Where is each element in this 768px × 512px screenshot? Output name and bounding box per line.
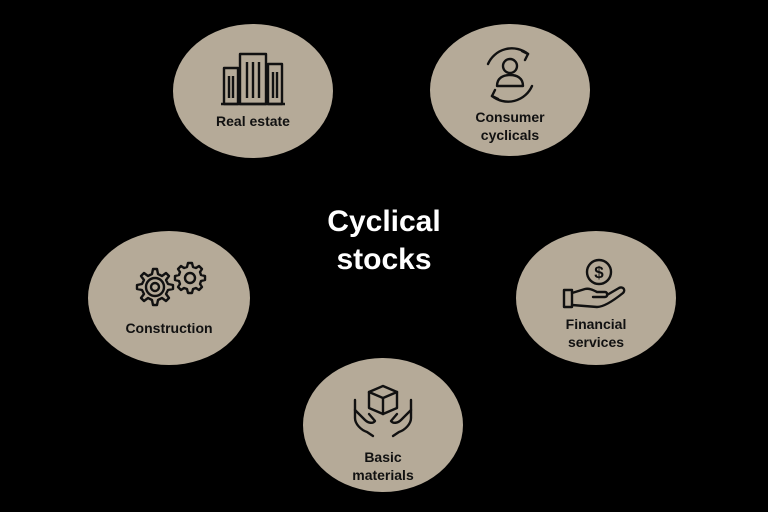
- node-financial-services-label-line2: services: [567, 334, 625, 350]
- node-construction-label-line1: Construction: [125, 320, 213, 336]
- node-consumer-cyclicals-label-line1: Consumer: [475, 109, 545, 125]
- hands-holding-box-icon: [353, 384, 413, 438]
- node-consumer-cyclicals-label-line2: cyclicals: [480, 127, 540, 143]
- node-financial-services: $ Financial services: [516, 231, 676, 365]
- person-cycle-icon: [486, 47, 534, 103]
- node-construction-label: Construction: [88, 319, 250, 337]
- node-consumer-cyclicals: Consumer cyclicals: [430, 24, 590, 156]
- center-title: Cyclical stocks: [284, 203, 484, 279]
- gears-icon: [135, 261, 207, 307]
- node-financial-services-label-line1: Financial: [565, 316, 627, 332]
- node-basic-materials-label-line2: materials: [352, 467, 414, 483]
- svg-text:$: $: [594, 263, 604, 282]
- center-title-line1: Cyclical: [327, 205, 441, 238]
- node-financial-services-label: Financial services: [516, 315, 676, 351]
- node-real-estate: Real estate: [173, 24, 333, 158]
- node-consumer-cyclicals-label: Consumer cyclicals: [430, 108, 590, 144]
- node-basic-materials-label-line1: Basic: [364, 449, 402, 465]
- office-building-icon: [221, 52, 285, 106]
- node-real-estate-label: Real estate: [173, 112, 333, 130]
- node-construction: Construction: [88, 231, 250, 365]
- center-title-line2: stocks: [336, 243, 432, 276]
- node-basic-materials-label: Basic materials: [303, 448, 463, 484]
- node-real-estate-label-line1: Real estate: [216, 113, 290, 129]
- node-basic-materials: Basic materials: [303, 358, 463, 492]
- hand-dollar-coin-icon: $: [562, 258, 626, 309]
